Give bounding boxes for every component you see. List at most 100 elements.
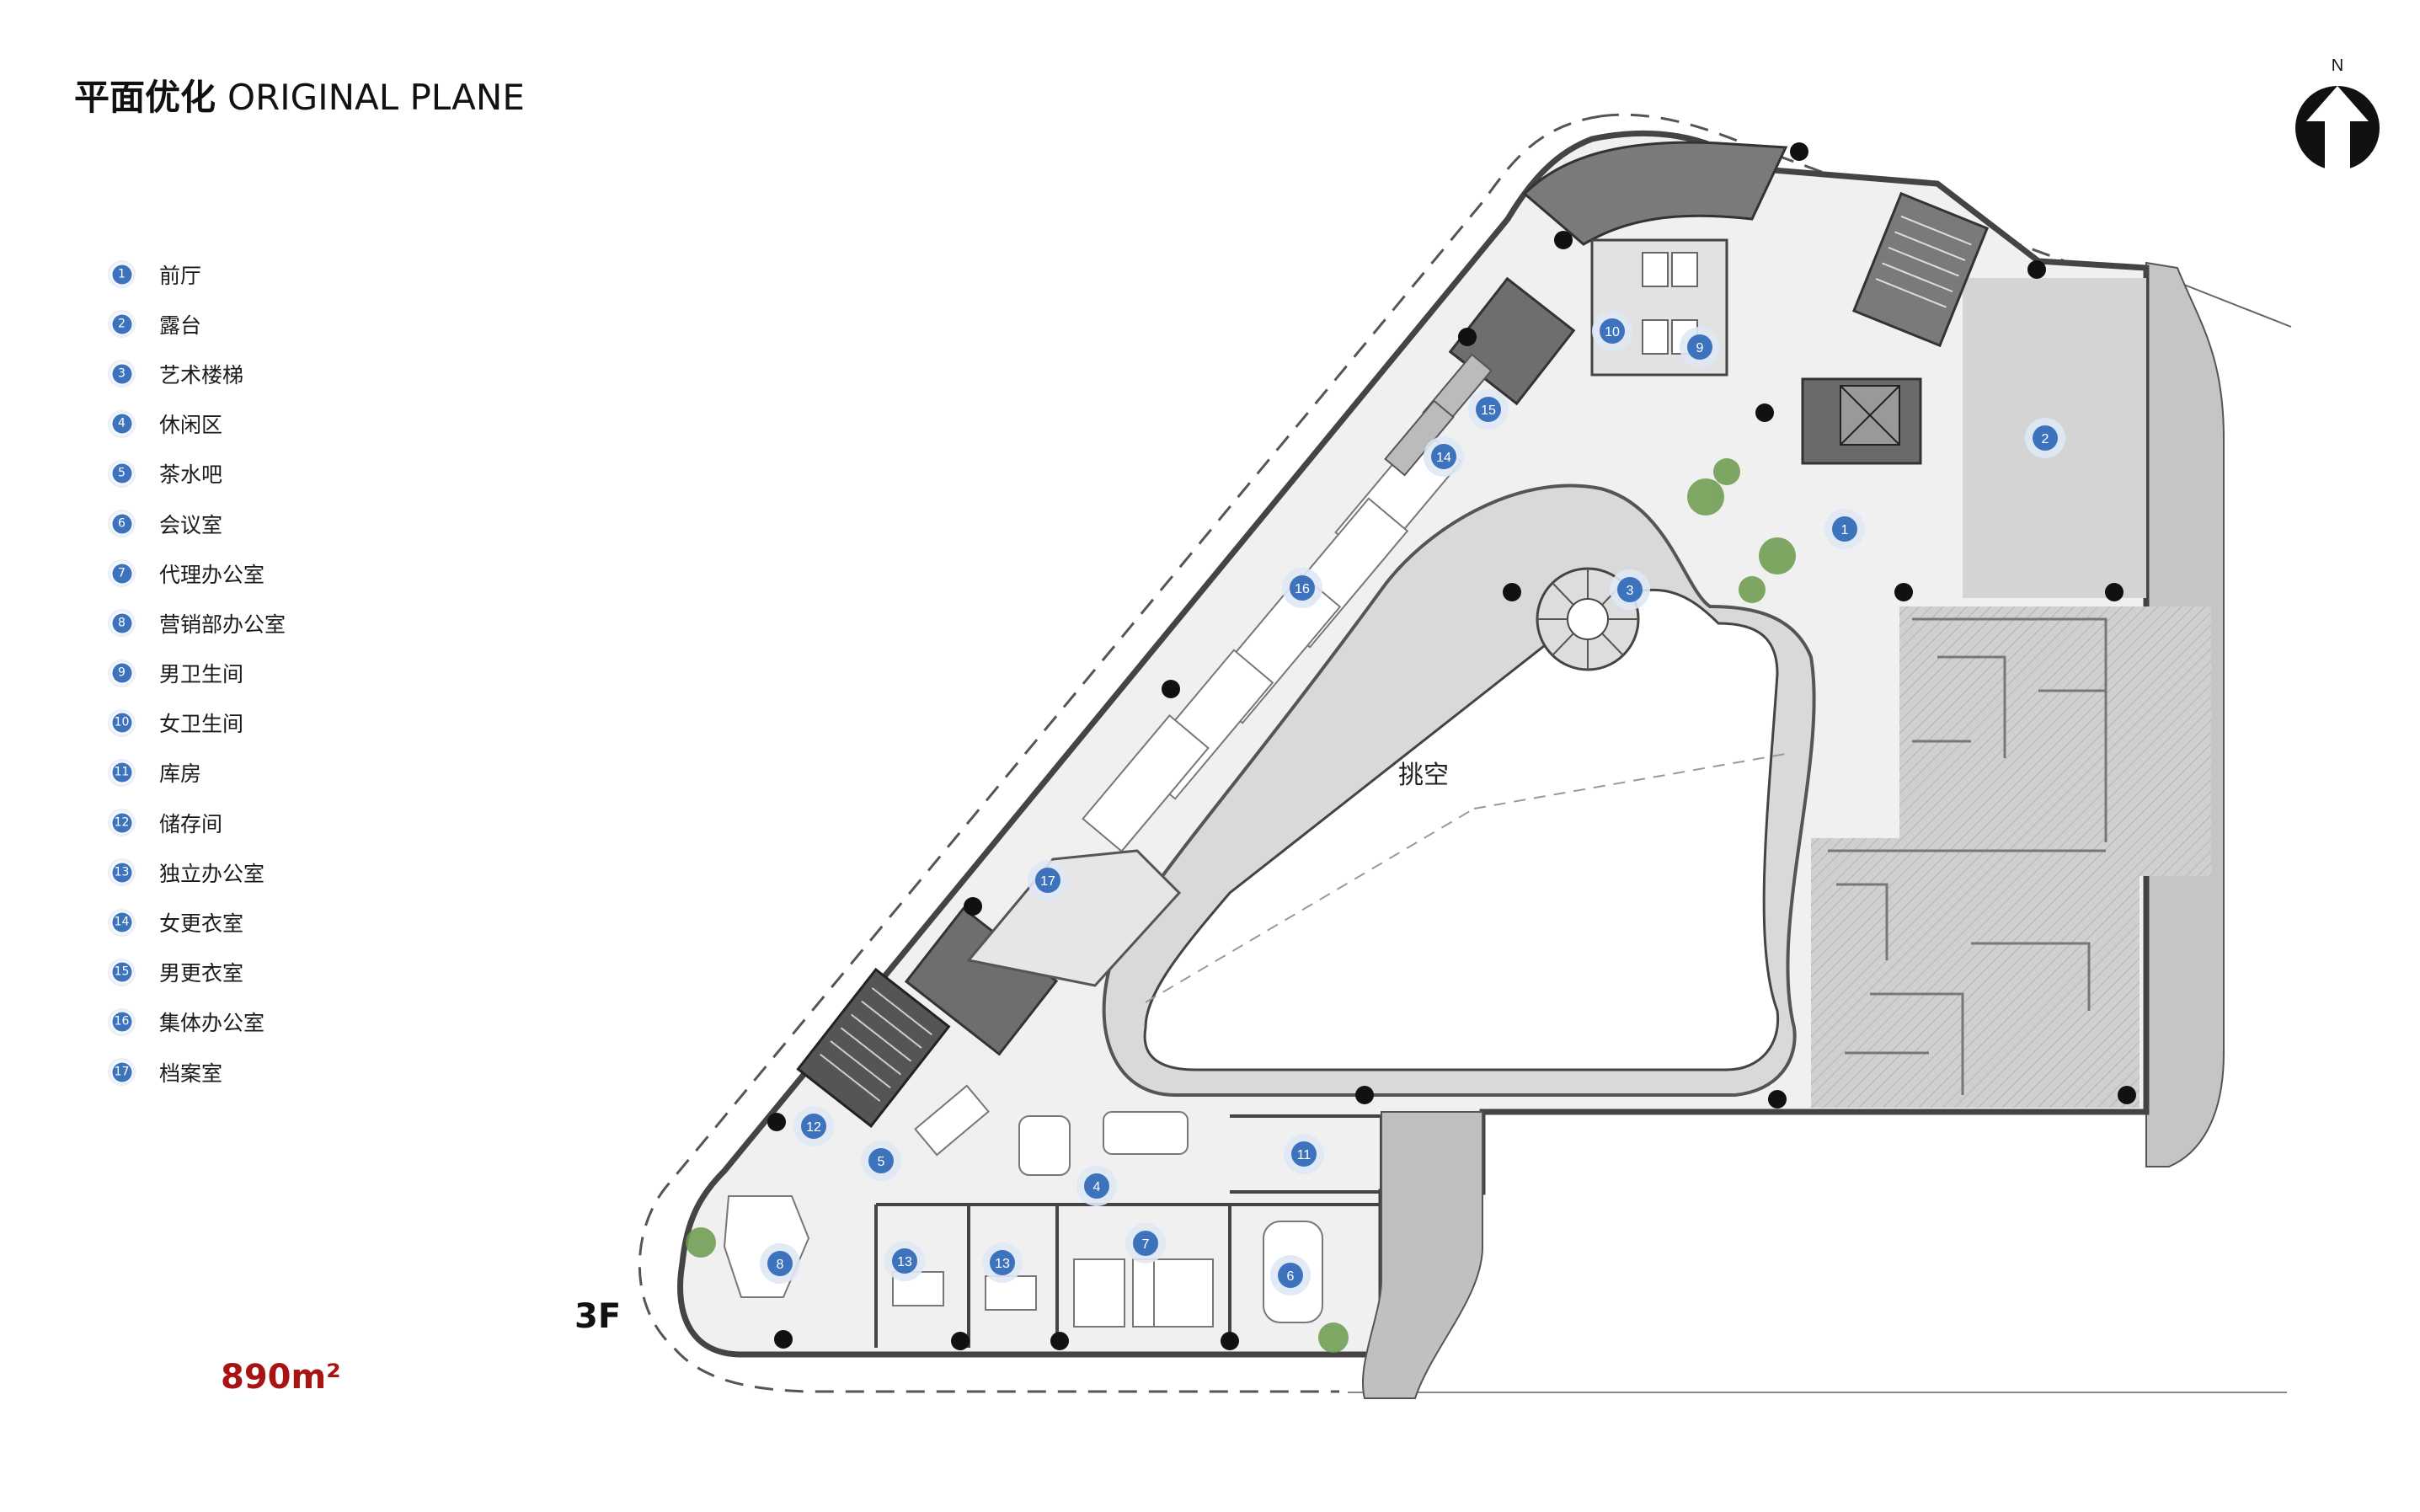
legend-number: 17 <box>112 1062 131 1082</box>
room-marker-dot <box>1431 444 1456 469</box>
room-marker-number: 9 <box>1696 341 1704 355</box>
north-label: N <box>2332 56 2343 75</box>
room-marker: 17 <box>1028 860 1068 900</box>
legend-number-badge: 7 <box>108 559 136 588</box>
legend-item: 2 露台 <box>108 299 286 349</box>
room-marker: 13 <box>884 1241 925 1281</box>
legend-label: 女更衣室 <box>159 911 244 937</box>
legend-number-badge: 1 <box>108 260 136 289</box>
legend-number-badge: 2 <box>108 310 136 339</box>
room-marker-dot <box>1476 397 1501 422</box>
room-marker-number: 10 <box>1605 325 1620 339</box>
legend-number-badge: 15 <box>108 958 136 986</box>
room-marker-number: 3 <box>1627 584 1634 598</box>
room-marker-number: 13 <box>897 1255 912 1269</box>
core-stair-north-steps <box>1875 215 1972 308</box>
room-marker: 12 <box>793 1106 834 1146</box>
legend-item: 11 库房 <box>108 748 286 798</box>
room-marker-number: 5 <box>878 1155 885 1169</box>
legend-number-badge: 13 <box>108 858 136 887</box>
legend-number: 15 <box>112 962 131 982</box>
legend-item: 3 艺术楼梯 <box>108 349 286 398</box>
room-marker: 7 <box>1125 1223 1166 1264</box>
legend-label: 茶水吧 <box>159 462 223 488</box>
legend-item: 13 独立办公室 <box>108 847 286 897</box>
legend-number-badge: 9 <box>108 659 136 687</box>
locker-rows <box>1384 353 1493 477</box>
adjacent-unit-walls <box>1828 617 2107 1095</box>
legend-label: 男更衣室 <box>159 961 244 986</box>
legend-label: 营销部办公室 <box>159 612 286 637</box>
legend-label: 露台 <box>159 313 202 338</box>
north-facade <box>1522 141 1788 246</box>
planters <box>686 458 1796 1353</box>
legend-label: 休闲区 <box>159 413 223 438</box>
room-marker-number: 4 <box>1093 1180 1101 1194</box>
room-marker-number: 15 <box>1481 403 1496 418</box>
legend-item: 8 营销部办公室 <box>108 598 286 648</box>
legend-number: 13 <box>112 863 131 883</box>
room-marker-number: 14 <box>1436 451 1451 465</box>
legend-item: 17 档案室 <box>108 1047 286 1097</box>
room-marker-dot <box>767 1251 793 1276</box>
legend-number-badge: 3 <box>108 360 136 388</box>
room-marker-dot <box>801 1114 826 1139</box>
void-diagonal-1 <box>1145 808 1475 1003</box>
legend-label: 档案室 <box>159 1061 223 1086</box>
legend-number: 9 <box>112 663 131 683</box>
legend-number-badge: 8 <box>108 609 136 638</box>
terrace-strip-south <box>1361 1111 1483 1399</box>
legend-label: 独立办公室 <box>159 861 265 886</box>
core-stair-southwest <box>796 967 951 1129</box>
room-marker-dot <box>1617 577 1643 602</box>
legend-number: 14 <box>112 912 131 932</box>
room-marker-dot <box>1291 1141 1317 1167</box>
title-english: ORIGINAL PLANE <box>227 77 525 118</box>
room-marker-number: 7 <box>1142 1237 1150 1252</box>
room-marker: 4 <box>1076 1166 1117 1206</box>
room-marker: 5 <box>861 1141 901 1181</box>
legend-number-badge: 17 <box>108 1058 136 1087</box>
room-marker-dot <box>892 1248 917 1274</box>
room-marker-dot <box>1687 334 1712 360</box>
adjacent-unit-lower-hatch <box>1811 838 2140 1108</box>
legend-number: 11 <box>112 762 131 783</box>
legend-item: 5 茶水吧 <box>108 449 286 499</box>
legend-number: 5 <box>112 463 131 484</box>
room-marker: 16 <box>1282 568 1322 608</box>
room-marker-dot <box>1290 575 1315 601</box>
room-marker-dot <box>1084 1173 1109 1199</box>
room-marker-dot <box>1278 1263 1303 1288</box>
floor-label: 3F <box>574 1297 622 1336</box>
room-marker: 3 <box>1610 569 1650 610</box>
legend-label: 艺术楼梯 <box>159 362 244 387</box>
legend-number: 16 <box>112 1012 131 1032</box>
legend-number: 10 <box>112 713 131 733</box>
room-marker: 10 <box>1592 311 1632 351</box>
legend-label: 女卫生间 <box>159 712 244 737</box>
room-marker: 11 <box>1284 1134 1324 1174</box>
room-marker: 15 <box>1468 389 1509 430</box>
south-office-desks <box>892 1221 1323 1328</box>
room-marker: 13 <box>982 1242 1023 1283</box>
room-marker: 2 <box>2025 418 2065 458</box>
void-label: 挑空 <box>1398 761 1449 789</box>
lounge-furniture <box>914 1084 1189 1176</box>
title-chinese: 平面优化 <box>74 77 216 118</box>
area-label: 890m² <box>221 1358 341 1397</box>
room-marker-number: 17 <box>1040 874 1055 889</box>
room-marker-number: 8 <box>777 1258 784 1272</box>
site-boundary <box>638 115 1601 1393</box>
legend-label: 库房 <box>159 761 202 787</box>
atrium-void <box>1143 588 1780 1071</box>
legend-number: 3 <box>112 364 131 384</box>
room-marker-dot <box>1832 516 1857 542</box>
legend-number-badge: 5 <box>108 459 136 488</box>
legend-item: 14 女更衣室 <box>108 897 286 947</box>
north-arrow-icon: N <box>2295 56 2380 172</box>
